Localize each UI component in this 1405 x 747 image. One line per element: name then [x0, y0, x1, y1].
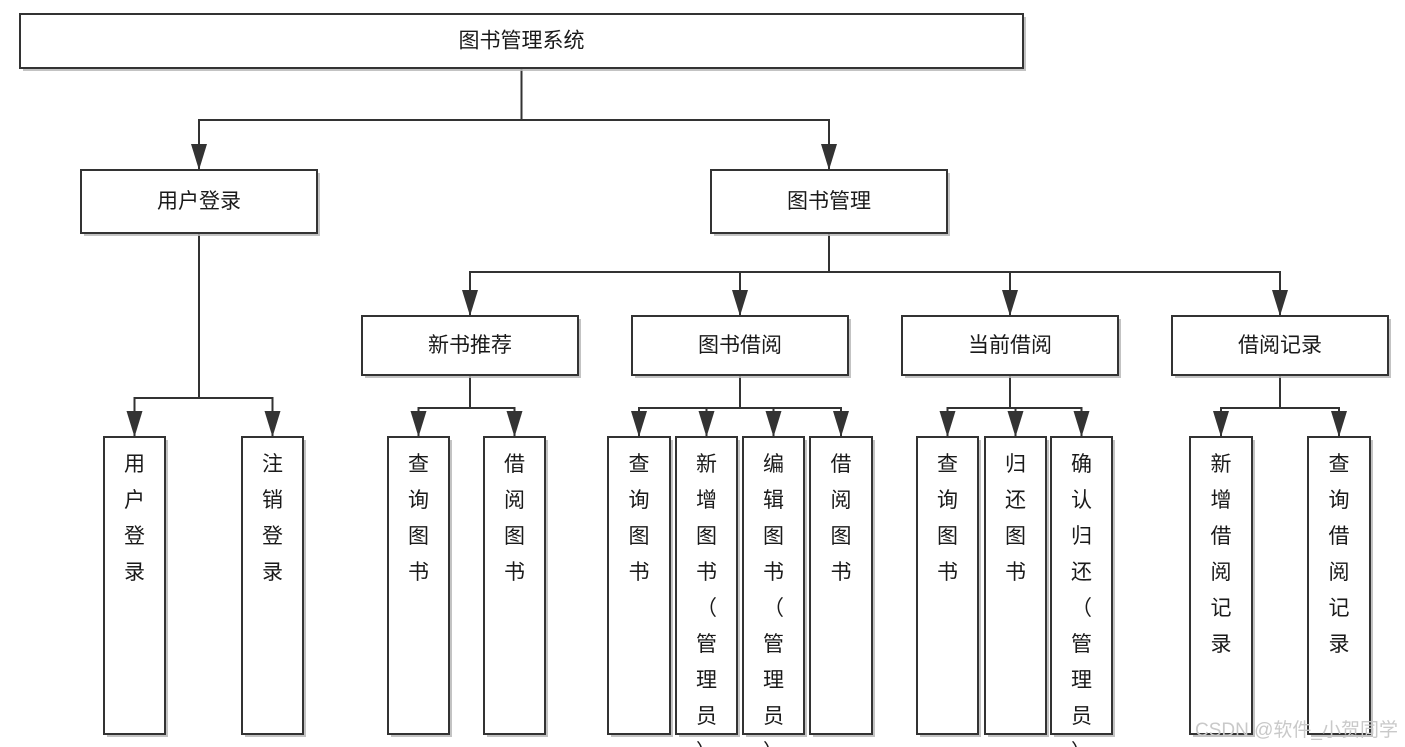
node-label: 查询图书 — [937, 453, 958, 584]
node-label: 注销登录 — [262, 453, 283, 584]
arrow-head-icon — [1007, 411, 1024, 437]
node-leaf-query-book-3[interactable]: 查询图书 — [916, 436, 981, 737]
arrow-head-icon — [410, 411, 427, 437]
node-leaf-user-login[interactable]: 用户登录 — [103, 436, 168, 737]
node-leaf-confirm-return[interactable]: 确认归还（管理员） — [1050, 436, 1115, 747]
arrow-head-icon — [821, 144, 837, 170]
arrow-head-icon — [833, 411, 849, 437]
node-label: 借阅图书 — [504, 453, 525, 584]
arrow-head-icon — [732, 290, 748, 316]
node-label: 图书借阅 — [698, 334, 782, 357]
arrow-head-icon — [1213, 411, 1229, 437]
node-borrow-record[interactable]: 借阅记录 — [1171, 315, 1391, 378]
node-new-book-rec[interactable]: 新书推荐 — [361, 315, 581, 378]
node-leaf-edit-book[interactable]: 编辑图书（管理员） — [742, 436, 807, 747]
arrow-head-icon — [1272, 290, 1288, 316]
node-label: 用户登录 — [157, 190, 241, 213]
node-label: 借阅记录 — [1238, 334, 1322, 357]
node-leaf-borrow-book-1[interactable]: 借阅图书 — [483, 436, 548, 737]
node-label: 新书推荐 — [428, 334, 512, 357]
node-label: 查询图书 — [629, 453, 650, 584]
node-leaf-add-book[interactable]: 新增图书（管理员） — [675, 436, 740, 747]
node-leaf-add-record[interactable]: 新增借阅记录 — [1189, 436, 1255, 737]
arrow-head-icon — [264, 411, 281, 437]
node-label: 归还图书 — [1005, 453, 1026, 584]
node-leaf-query-record[interactable]: 查询借阅记录 — [1307, 436, 1373, 737]
arrow-head-icon — [506, 411, 523, 437]
node-user-login[interactable]: 用户登录 — [80, 169, 320, 236]
arrow-head-icon — [939, 411, 956, 437]
node-leaf-query-book-2[interactable]: 查询图书 — [607, 436, 673, 737]
arrow-head-icon — [191, 144, 207, 170]
arrow-head-icon — [126, 411, 143, 437]
node-book-borrow[interactable]: 图书借阅 — [631, 315, 851, 378]
node-leaf-borrow-book-2[interactable]: 借阅图书 — [809, 436, 875, 737]
node-layer: 图书管理系统用户登录图书管理新书推荐图书借阅当前借阅借阅记录用户登录注销登录查询… — [19, 13, 1391, 747]
node-label: 编辑图书（管理员） — [763, 453, 784, 747]
node-label: 借阅图书 — [831, 453, 852, 584]
node-label: 当前借阅 — [968, 334, 1052, 357]
arrow-head-icon — [1002, 290, 1018, 316]
arrow-head-icon — [1331, 411, 1347, 437]
connector-layer — [126, 67, 1347, 437]
node-book-manage[interactable]: 图书管理 — [710, 169, 950, 236]
arrow-head-icon — [698, 411, 715, 437]
node-label: 图书管理 — [787, 190, 871, 213]
node-root-system[interactable]: 图书管理系统 — [19, 13, 1026, 71]
csdn-watermark: CSDN @软件_小贺同学 — [1195, 719, 1398, 741]
node-current-borrow[interactable]: 当前借阅 — [901, 315, 1121, 378]
node-label: 查询图书 — [408, 453, 429, 584]
node-label: 查询借阅记录 — [1329, 453, 1350, 656]
node-label: 确认归还（管理员） — [1071, 453, 1092, 747]
node-leaf-return-book[interactable]: 归还图书 — [984, 436, 1049, 737]
arrow-head-icon — [1073, 411, 1090, 437]
node-leaf-logout[interactable]: 注销登录 — [241, 436, 306, 737]
node-label: 新增图书（管理员） — [696, 453, 717, 747]
arrow-head-icon — [765, 411, 782, 437]
node-label: 图书管理系统 — [459, 30, 585, 53]
node-leaf-query-book-1[interactable]: 查询图书 — [387, 436, 452, 737]
arrow-head-icon — [462, 290, 478, 316]
node-label: 用户登录 — [124, 453, 145, 584]
node-label: 新增借阅记录 — [1211, 453, 1232, 656]
arrow-head-icon — [631, 411, 647, 437]
